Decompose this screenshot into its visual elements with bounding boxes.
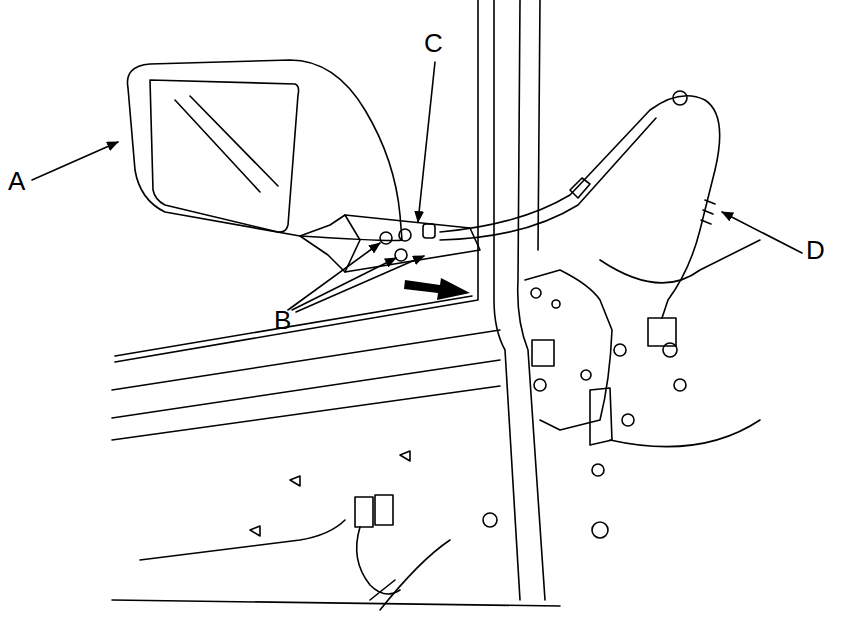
callout-letter: A	[8, 168, 25, 194]
callout-letter: C	[424, 30, 443, 56]
callout-letter: B	[274, 307, 291, 333]
callout-letter: D	[806, 237, 825, 263]
